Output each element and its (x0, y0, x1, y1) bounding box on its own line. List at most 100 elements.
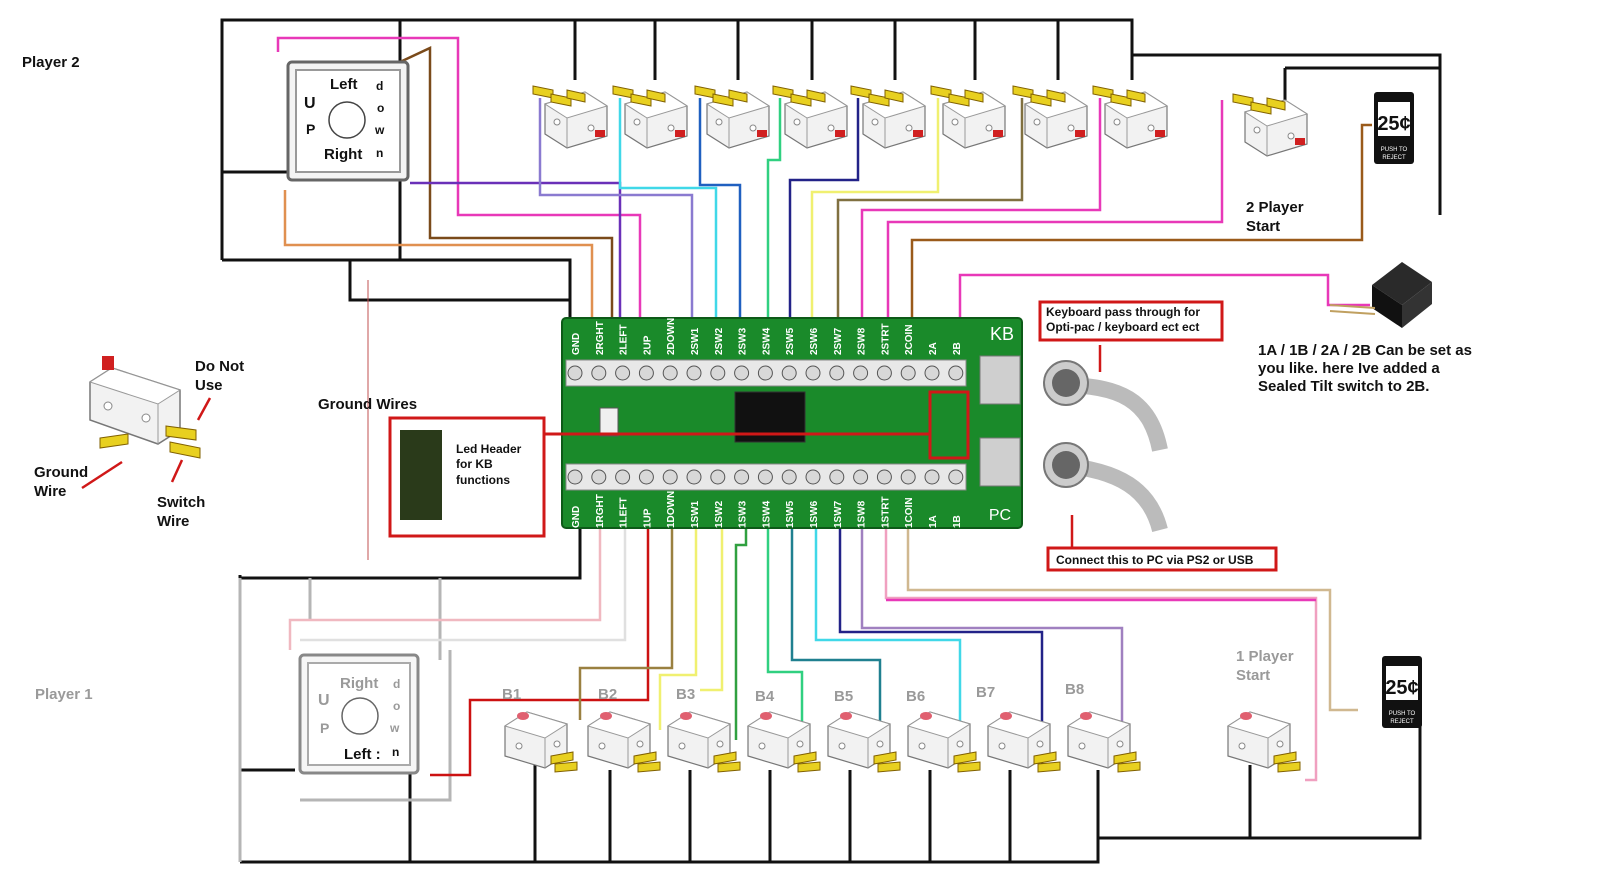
top-pin-label: 2SW2 (714, 327, 725, 355)
bottom-terminal-1coin (900, 469, 916, 485)
tilt-note-line2: you like. here Ive added a (1258, 360, 1440, 377)
top-terminal-2strt (876, 365, 892, 381)
button-label-b6: B6 (906, 688, 925, 705)
player1-button-switches (504, 711, 1301, 773)
coin-price-p1: 25¢ (1385, 677, 1418, 699)
top-terminal-2a (924, 365, 940, 381)
joystick-p1-down-2: o (393, 699, 400, 713)
ground-wire-line2: Wire (34, 483, 66, 500)
p1-switch-8 (1067, 711, 1141, 773)
tilt-note-line3: Sealed Tilt switch to 2B. (1258, 378, 1429, 395)
joystick-p2-p: P (306, 121, 315, 137)
p1-switch-2 (587, 711, 661, 773)
player1-signal-wires (288, 488, 1358, 782)
joystick-p1-right: Right (340, 675, 378, 692)
top-pin-label: 2SW1 (690, 327, 701, 355)
player2-label: Player 2 (22, 54, 80, 71)
joystick-p1-down-1: d (393, 677, 400, 691)
bottom-terminal-1a (924, 469, 940, 485)
bottom-terminal-1sw5 (781, 469, 797, 485)
tilt-note-line1: 1A / 1B / 2A / 2B Can be set as (1258, 342, 1472, 359)
bottom-pin-label: 1COIN (904, 497, 915, 528)
top-pin-label: 2COIN (904, 324, 915, 355)
top-terminal-2coin (900, 365, 916, 381)
p2-switch-2 (612, 85, 688, 149)
ps2-cables (1043, 360, 1168, 533)
bottom-pin-label: 1UP (642, 508, 653, 528)
bottom-terminal-gnd (567, 469, 583, 485)
top-terminal-2b (948, 365, 964, 381)
bottom-terminal-1sw2 (710, 469, 726, 485)
ground-wire-line1: Ground (34, 464, 88, 481)
top-pin-label: 2B (952, 342, 963, 355)
bottom-terminal-1sw8 (853, 469, 869, 485)
top-terminal-2sw7 (829, 365, 845, 381)
top-terminal-2sw6 (805, 365, 821, 381)
joystick-p2-down-3: w (374, 123, 385, 137)
bottom-pin-label: 1RGHT (595, 494, 606, 528)
kb-passthrough-callout: Keyboard pass through for Opti-pac / key… (1038, 300, 1224, 372)
coin-sub-p1-1: PUSH TO (1389, 711, 1416, 717)
p1-switch-7 (987, 711, 1061, 773)
bottom-pin-label: 1STRT (880, 496, 891, 528)
bottom-pin-label: 1SW5 (785, 500, 796, 528)
top-terminal-2left (615, 365, 631, 381)
top-terminal-2rght (591, 365, 607, 381)
top-pin-label: 2RGHT (595, 321, 606, 355)
led-header-line3: functions (456, 473, 510, 487)
top-pin-label: 2SW4 (761, 327, 772, 355)
coin-sub-p2-1: PUSH TO (1381, 147, 1408, 153)
led-header-line1: Led Header (456, 442, 522, 456)
top-terminal-gnd (567, 365, 583, 381)
switch-wire-line1: Switch (157, 494, 205, 511)
bottom-pin-label: 1SW8 (857, 500, 868, 528)
bottom-terminal-1sw4 (757, 469, 773, 485)
top-pin-label: 2LEFT (619, 324, 630, 355)
p2-start-line1: 2 Player (1246, 199, 1304, 216)
button-label-b2: B2 (598, 686, 617, 703)
bottom-pin-label: 1SW6 (809, 500, 820, 528)
bottom-terminal-1left (615, 469, 631, 485)
bottom-pin-label: 1SW3 (738, 500, 749, 528)
player1-label: Player 1 (35, 686, 93, 703)
p2-switch-8 (1092, 85, 1168, 149)
joystick-p2-down-2: o (377, 101, 384, 115)
bottom-terminal-1sw7 (829, 469, 845, 485)
joystick-p1-up: U (318, 692, 330, 709)
bottom-pin-label: 1B (952, 515, 963, 528)
top-terminal-2sw4 (757, 365, 773, 381)
top-pin-label: 2SW7 (833, 327, 844, 355)
do-not-use-line2: Use (195, 377, 223, 394)
p1-switch-4 (747, 711, 821, 773)
top-pin-label: 2SW5 (785, 327, 796, 355)
coin-price-p2: 25¢ (1377, 113, 1410, 135)
connect-pc-text: Connect this to PC via PS2 or USB (1056, 553, 1254, 567)
p1-start-switch (1227, 711, 1301, 773)
bottom-pin-label: 1DOWN (666, 491, 677, 528)
button-label-b5: B5 (834, 688, 853, 705)
kb-passthrough-line2: Opti-pac / keyboard ect ect (1046, 320, 1199, 334)
top-terminal-2sw1 (686, 365, 702, 381)
bottom-terminal-1rght (591, 469, 607, 485)
bottom-pin-label: GND (571, 506, 582, 528)
top-pin-label: 2UP (642, 335, 653, 355)
bottom-terminal-1b (948, 469, 964, 485)
bottom-pin-label: 1SW2 (714, 500, 725, 528)
p1-switch-6 (907, 711, 981, 773)
player2-button-switches (532, 85, 1308, 157)
bottom-pin-label: 1LEFT (619, 497, 630, 528)
joystick-player2: U P Left Right d o w n (286, 60, 410, 182)
coin-door-p1: 25¢ PUSH TO REJECT (1382, 656, 1422, 728)
button-label-b3: B3 (676, 686, 695, 703)
p2-start-line2: Start (1246, 218, 1280, 235)
bottom-terminal-1down (662, 469, 678, 485)
bottom-terminal-1sw6 (805, 469, 821, 485)
top-pin-label: 2A (928, 342, 939, 355)
top-terminal-2sw3 (734, 365, 750, 381)
bottom-pin-label: 1A (928, 515, 939, 528)
top-pin-label: 2SW8 (857, 327, 868, 355)
bottom-pin-label: 1SW7 (833, 500, 844, 528)
joystick-p2-down-4: n (376, 146, 383, 160)
